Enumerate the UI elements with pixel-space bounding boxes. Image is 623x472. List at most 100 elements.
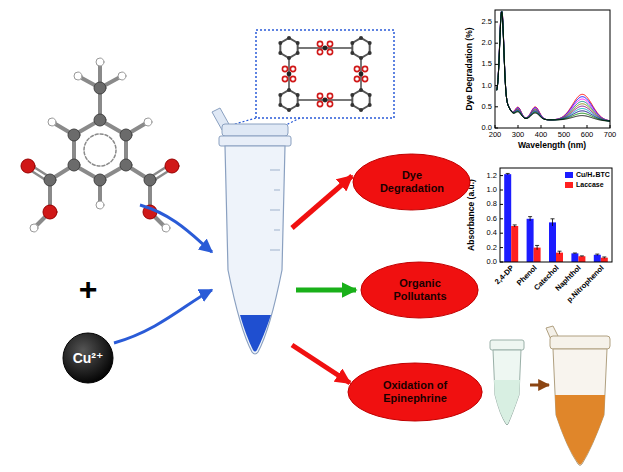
legend-swatch	[565, 172, 573, 178]
eppendorf-tube	[225, 146, 285, 354]
bar-chart	[551, 218, 555, 219]
bar-chart	[500, 262, 503, 263]
tick-label: 400	[535, 131, 548, 139]
category-label: 2,4-DP	[494, 264, 516, 286]
mof-structure-box	[368, 51, 372, 55]
mof-structure-box	[354, 66, 359, 71]
legend-text: Laccase	[576, 181, 604, 188]
plus-sign: +	[79, 272, 98, 307]
ligand-molecule	[165, 159, 179, 173]
application-ellipse: Dye Degradation	[352, 153, 471, 211]
bar-chart	[578, 256, 585, 262]
ligand-molecule	[68, 129, 80, 141]
mof-structure-box	[290, 66, 295, 71]
mof-structure-box	[296, 51, 300, 55]
ligand-molecule	[43, 205, 57, 219]
application-ellipse-outline	[348, 363, 482, 421]
axis-title: Dye Degradation (%)	[465, 27, 474, 110]
uv-vis-spectrum-chart	[495, 10, 610, 128]
eppendorf-tube	[270, 210, 280, 211]
ligand-molecule	[21, 159, 35, 173]
mof-structure-box	[368, 41, 372, 45]
tick-label: 200	[489, 131, 502, 139]
eppendorf-tube	[212, 108, 291, 354]
epinephrine-tubes	[550, 336, 610, 349]
uv-vis-spectrum-chart	[610, 125, 611, 128]
mof-structure-box	[282, 66, 287, 71]
node-text-group: Organic Pollutants	[383, 277, 457, 302]
ligand-molecule	[68, 159, 80, 171]
bar-chart	[500, 176, 503, 262]
application-arrow	[292, 345, 350, 383]
mof-structure-box	[296, 93, 300, 97]
mof-structure-box	[317, 93, 322, 98]
mof-structure-box	[256, 30, 394, 118]
bar-chart	[500, 168, 612, 262]
uv-vis-spectrum-chart	[497, 11, 610, 121]
uv-vis-spectrum-chart	[541, 125, 542, 128]
mof-structure-box	[354, 76, 359, 81]
epinephrine-tubes	[490, 340, 524, 350]
mof-structure-box	[296, 103, 300, 107]
bar-chart	[595, 254, 599, 255]
application-arrow	[292, 176, 352, 228]
ligand-molecule	[84, 134, 116, 166]
uv-vis-spectrum-chart	[497, 11, 610, 121]
tick-label: 500	[558, 131, 571, 139]
bar-chart	[500, 168, 612, 262]
mof-structure-box	[290, 76, 295, 81]
legend-entry: Cu/H₂BTC	[565, 171, 610, 178]
mof-structure-box	[323, 98, 328, 103]
mof-structure-box	[350, 51, 354, 55]
tick-label: 1.0	[487, 186, 497, 194]
mof-structure-box	[327, 49, 332, 54]
ligand-molecule	[162, 224, 170, 232]
ligand-molecule	[120, 159, 132, 171]
bar-chart	[528, 216, 532, 217]
mof-structure-box	[359, 36, 363, 40]
tick-label: 700	[604, 131, 617, 139]
mixing-arrow	[140, 205, 212, 252]
tick-label: 0.5	[482, 103, 492, 111]
legend-swatch	[565, 182, 573, 188]
mof-structure-box	[317, 41, 322, 46]
bar-chart	[504, 173, 608, 262]
application-arrow	[292, 176, 356, 383]
ligand-molecule	[94, 174, 106, 186]
mof-structure-box	[327, 93, 332, 98]
bar-chart	[558, 251, 562, 252]
epinephrine-tubes	[493, 350, 521, 425]
mof-structure-box	[278, 93, 282, 97]
mof-structure-box	[350, 103, 354, 107]
node-text-group: Cu²⁺	[73, 350, 104, 366]
eppendorf-tube	[270, 170, 280, 171]
tick-label: 1.5	[482, 60, 492, 68]
legend-entry: Laccase	[565, 181, 604, 188]
uv-vis-spectrum-chart	[497, 11, 610, 121]
bar-chart	[602, 256, 606, 257]
bar-chart	[535, 245, 539, 246]
tick-label: 0.0	[487, 258, 497, 266]
mof-structure-box	[287, 56, 291, 60]
ligand-molecule	[94, 82, 106, 94]
uv-vis-spectrum-chart	[495, 125, 496, 128]
uv-vis-spectrum-chart	[564, 125, 565, 128]
bar-chart	[601, 258, 608, 262]
mof-structure-box	[287, 72, 292, 77]
uv-vis-spectrum-chart	[497, 11, 610, 121]
mof-structure-box	[280, 90, 297, 110]
ligand-molecule	[48, 118, 56, 126]
bar-chart	[527, 219, 534, 262]
application-arrow	[296, 288, 356, 293]
ligand-molecule	[118, 72, 126, 80]
ligand-molecule	[44, 174, 56, 186]
mof-structure-box	[350, 41, 354, 45]
bar-chart	[571, 253, 578, 262]
mof-structure-box	[287, 36, 291, 40]
node-text-group: Oxidation of Epinephrine	[372, 379, 458, 404]
epinephrine-tubes	[553, 349, 607, 466]
bar-chart	[500, 204, 503, 205]
bar-chart	[511, 226, 518, 262]
mof-structure-box	[278, 36, 371, 112]
